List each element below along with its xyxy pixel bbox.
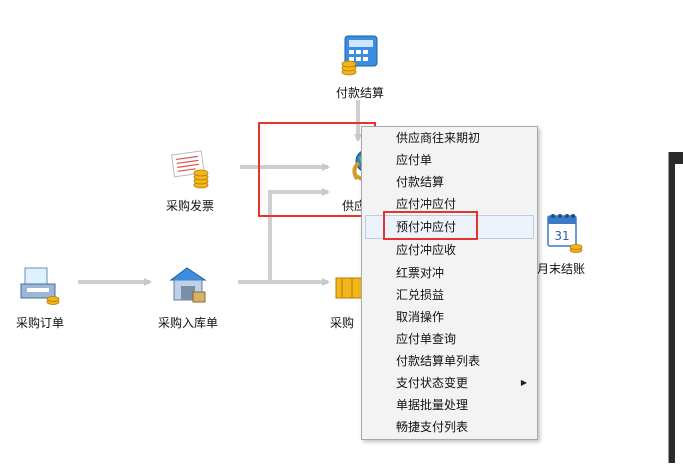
- menu-item-label: 应付单: [396, 153, 433, 168]
- menu-item-label: 应付冲应收: [396, 243, 457, 258]
- menu-item-supplier-opening[interactable]: 供应商往来期初: [362, 127, 537, 149]
- submenu-arrow-icon: ▶: [520, 378, 527, 388]
- menu-item-label: 预付冲应付: [396, 220, 457, 235]
- node-label: 付款结算: [335, 86, 384, 100]
- node-purchase-receipt[interactable]: 采购入库单: [150, 262, 226, 331]
- node-purchase-order[interactable]: 采购订单: [8, 262, 72, 331]
- svg-text:31: 31: [554, 229, 569, 243]
- menu-item-cancel-operation[interactable]: 取消操作: [362, 306, 537, 328]
- menu-item-exchange-gain-loss[interactable]: 汇兑损益: [362, 284, 537, 306]
- menu-item-settlement-list[interactable]: 付款结算单列表: [362, 350, 537, 372]
- side-panel-edge: [668, 152, 683, 464]
- menu-item-label: 应付冲应付: [396, 197, 457, 212]
- menu-item-payment-status-change[interactable]: 支付状态变更 ▶: [362, 372, 537, 394]
- warehouse-icon: [169, 267, 207, 303]
- node-label: 采购入库单: [157, 316, 218, 330]
- menu-item-label: 付款结算: [396, 175, 445, 190]
- menu-item-label: 应付单查询: [396, 331, 457, 346]
- node-label: 采购订单: [15, 316, 64, 330]
- menu-item-batch-processing[interactable]: 单据批量处理: [362, 394, 537, 416]
- invoice-icon: [170, 150, 209, 189]
- annotation-box-menu-item: [383, 211, 478, 240]
- menu-item-label: 付款结算单列表: [396, 353, 481, 368]
- annotation-box-supplier: [258, 122, 376, 217]
- calculator-icon: [341, 35, 378, 76]
- menu-item-chanjet-pay-list[interactable]: 畅捷支付列表: [362, 416, 537, 438]
- menu-item-label: 畅捷支付列表: [396, 420, 469, 435]
- node-payment-settlement[interactable]: 付款结算: [325, 32, 395, 101]
- menu-item-payment-settlement[interactable]: 付款结算: [362, 171, 537, 193]
- menu-item-label: 支付状态变更: [396, 376, 469, 391]
- menu-item-prepay-offset-payable[interactable]: 预付冲应付: [365, 215, 534, 240]
- order-terminal-icon: [20, 267, 60, 305]
- menu-item-payable-query[interactable]: 应付单查询: [362, 328, 537, 350]
- context-menu: 供应商往来期初 应付单 付款结算 应付冲应付 预付冲应付 应付冲应收 红票对冲 …: [361, 126, 538, 440]
- menu-item-label: 单据批量处理: [396, 398, 469, 413]
- menu-item-label: 取消操作: [396, 309, 445, 324]
- node-label: 月末结账: [536, 262, 585, 276]
- node-purchase[interactable]: 采购: [330, 262, 370, 331]
- node-month-end[interactable]: 31 月末结账: [528, 208, 594, 277]
- menu-item-payable-bill[interactable]: 应付单: [362, 149, 537, 171]
- menu-item-payable-offset-payable[interactable]: 应付冲应付: [362, 193, 537, 215]
- calendar-icon: 31: [547, 214, 583, 253]
- node-label: 采购发票: [165, 199, 214, 213]
- menu-item-payable-offset-receivable[interactable]: 应付冲应收: [362, 239, 537, 261]
- menu-item-red-invoice-offset[interactable]: 红票对冲: [362, 262, 537, 284]
- node-label: 采购: [330, 316, 355, 330]
- menu-item-label: 汇兑损益: [396, 287, 445, 302]
- menu-item-label: 供应商往来期初: [396, 131, 481, 145]
- menu-item-label: 红票对冲: [396, 265, 445, 280]
- node-purchase-invoice[interactable]: 采购发票: [155, 145, 225, 214]
